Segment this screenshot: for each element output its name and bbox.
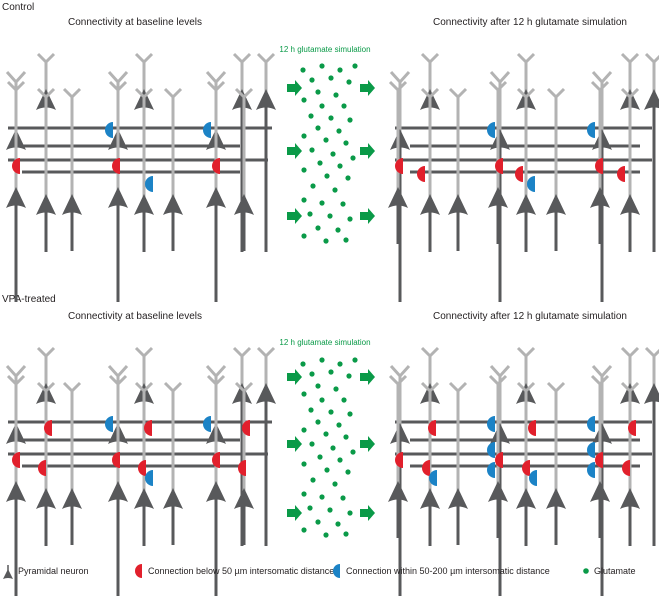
control-stimulation-label: 12 h glutamate simulation xyxy=(279,45,371,54)
legend-text: Glutamate xyxy=(594,566,636,576)
legend-text: Connection within 50-200 µm intersomatic… xyxy=(346,566,550,576)
control-baseline-title: Connectivity at baseline levels xyxy=(68,17,202,28)
vpa-stimulation-label: 12 h glutamate simulation xyxy=(279,338,371,347)
control-after-title: Connectivity after 12 h glutamate simula… xyxy=(433,17,627,28)
legend-text: Pyramidal neuron xyxy=(18,566,89,576)
green-dot-icon xyxy=(583,568,589,574)
control-stimulation-region xyxy=(287,63,375,244)
vpa-after-title: Connectivity after 12 h glutamate simula… xyxy=(433,311,627,322)
group-label-control: Control xyxy=(2,2,35,13)
blue-half-circle-icon xyxy=(333,564,340,578)
legend-item-glutamate: Glutamate xyxy=(582,563,636,579)
pyramidal-neuron-icon xyxy=(3,565,13,579)
legend-item-far-connection: Connection within 50-200 µm intersomatic… xyxy=(330,563,550,579)
control-baseline-panel xyxy=(4,52,278,304)
control-after-panel xyxy=(386,52,659,304)
group-label-vpa: VPA-treated xyxy=(2,294,56,305)
vpa-baseline-title: Connectivity at baseline levels xyxy=(68,311,202,322)
legend-item-close-connection: Connection below 50 µm intersomatic dist… xyxy=(132,563,334,579)
vpa-baseline-panel xyxy=(4,346,278,598)
vpa-after-panel xyxy=(386,346,659,598)
red-half-circle-icon xyxy=(135,564,142,578)
vpa-stimulation-region xyxy=(287,357,375,538)
control-group xyxy=(4,52,659,304)
legend-text: Connection below 50 µm intersomatic dist… xyxy=(148,566,335,576)
vpa-group xyxy=(4,346,659,598)
legend-item-neuron: Pyramidal neuron xyxy=(2,563,89,579)
